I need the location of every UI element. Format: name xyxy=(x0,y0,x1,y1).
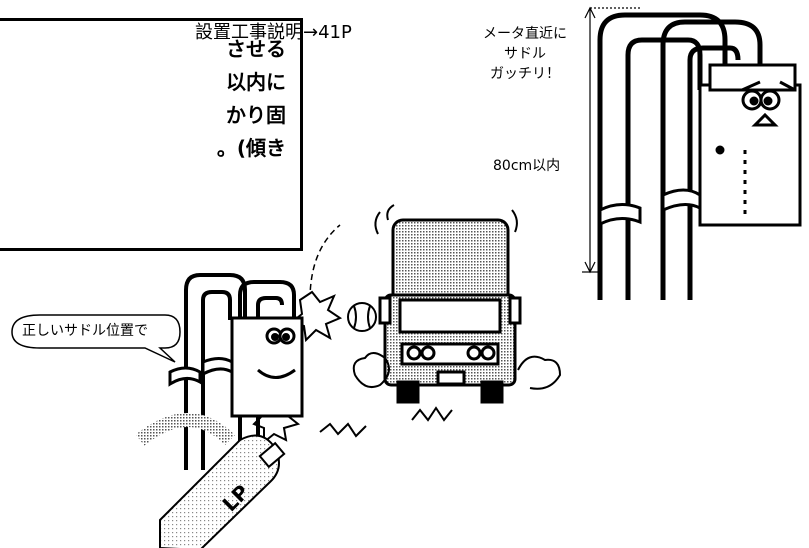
right-saddles xyxy=(598,188,702,227)
speech-bubble-text: 正しいサドル位置で xyxy=(22,323,148,339)
instruction-line: かり固 xyxy=(226,103,286,127)
instruction-line: させる xyxy=(226,37,286,61)
annotation-line: サドル xyxy=(504,46,546,62)
instruction-line: 以内に xyxy=(226,70,286,94)
instruction-line: 。(傾き xyxy=(216,136,286,160)
ball-trajectory xyxy=(309,224,341,301)
instruction-text: させる 以内に かり固 。(傾き xyxy=(217,33,286,165)
dimension-line xyxy=(582,6,640,274)
left-gas-meter xyxy=(184,273,296,470)
distance-label: 80cm以内 xyxy=(493,158,561,174)
instruction-box: させる 以内に かり固 。(傾き xyxy=(0,18,303,251)
annotation-line: メータ直近に xyxy=(483,26,567,42)
lp-cylinder-swing xyxy=(135,413,235,446)
baseball-icon xyxy=(347,302,377,332)
right-gas-meter xyxy=(597,12,763,300)
left-meter-body xyxy=(230,316,304,418)
annotation-line: ガッチリ！ xyxy=(490,66,560,82)
left-saddles xyxy=(168,357,234,387)
speech-bubble xyxy=(11,314,181,363)
lp-cylinder xyxy=(159,434,286,548)
motion-lines xyxy=(319,204,562,438)
saddle-annotation: メータ直近に サドル ガッチリ！ xyxy=(470,24,580,84)
truck xyxy=(378,218,522,404)
reference-text: 設置工事説明→41P xyxy=(195,22,352,43)
right-meter-body xyxy=(698,63,802,227)
